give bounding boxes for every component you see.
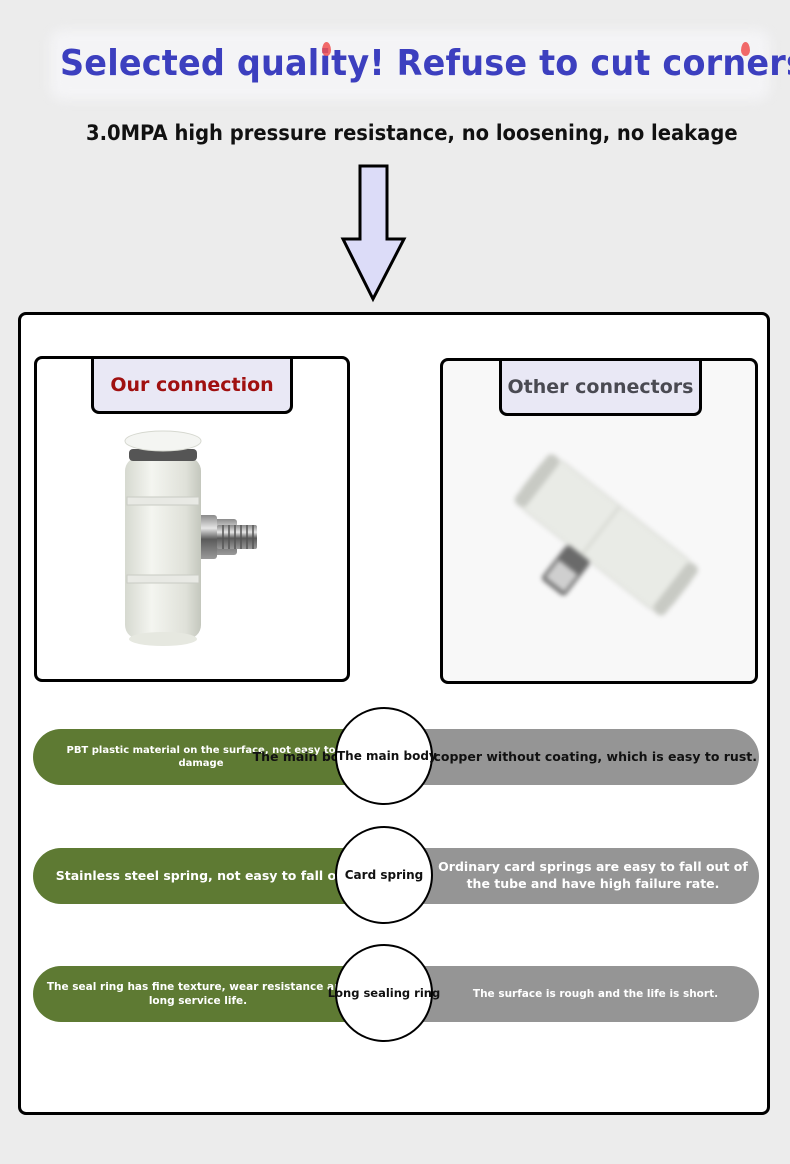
page-subheadline: 3.0MPA high pressure resistance, no loos… [86,121,738,145]
our-feature-pill: The seal ring has fine texture, wear res… [33,966,373,1022]
comparison-row: The seal ring has fine texture, wear res… [33,944,759,1042]
other-connectors-label: Other connectors [499,358,702,416]
other-connectors-card: Other connectors [440,358,758,684]
comparison-panel: Our connection [18,312,770,1115]
down-arrow-icon [340,164,407,303]
feature-circle: Card spring [335,826,433,924]
our-connection-label: Our connection [91,356,293,414]
our-connector-image [124,430,257,646]
comparison-row: PBT plastic material on the surface, not… [33,707,759,805]
headline-background [50,30,770,100]
our-feature-pill: PBT plastic material on the surface, not… [33,729,373,785]
feature-name: The main body [337,749,437,763]
feature-circle: Long sealing ring [328,944,440,1042]
feature-name: Long sealing ring [327,986,441,1000]
page-headline: Selected quality! Refuse to cut corners! [60,43,790,84]
feature-name: Card spring [344,868,424,882]
comparison-row: Stainless steel spring, not easy to fall… [33,826,759,924]
pin-icon [741,42,750,56]
other-connector-image [514,454,698,616]
our-feature-pill: Stainless steel spring, not easy to fall… [33,848,373,904]
feature-circle: The main body [335,707,437,805]
pin-icon [322,42,331,56]
our-connection-card: Our connection [34,356,350,682]
